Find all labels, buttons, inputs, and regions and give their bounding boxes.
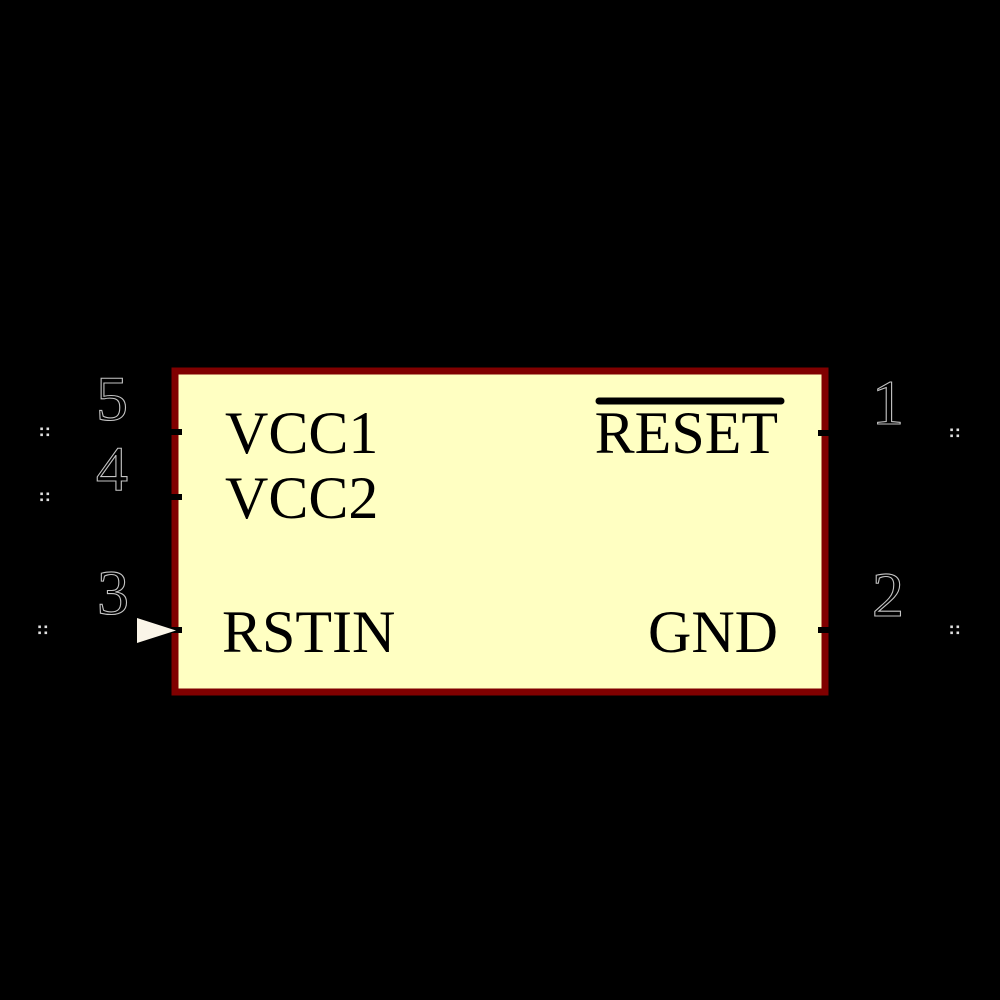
pin-end-marker-4[interactable] — [40, 492, 50, 502]
pin-label-vcc1: VCC1 — [225, 400, 378, 466]
pin-label-reset: RESET — [595, 400, 778, 466]
input-arrow-icon — [137, 618, 176, 643]
pin-label-gnd: GND — [648, 599, 778, 665]
pin-end-marker-2[interactable] — [950, 625, 960, 635]
pin-end-marker-1[interactable] — [950, 428, 960, 438]
component-body[interactable] — [171, 367, 829, 696]
pin-number-3: 3 — [97, 557, 129, 628]
pin-end-marker-3[interactable] — [38, 625, 48, 635]
pin-label-vcc2: VCC2 — [225, 465, 378, 531]
pin-number-4: 4 — [96, 433, 128, 504]
pin-end-marker-5[interactable] — [40, 427, 50, 437]
pin-number-2: 2 — [872, 559, 904, 630]
component-symbol[interactable]: 5 4 3 1 2 VCC1 VCC2 RSTIN RESET GND — [38, 362, 960, 696]
pin-number-5: 5 — [96, 363, 128, 434]
pin-label-rstin: RSTIN — [222, 599, 395, 665]
pin-number-1: 1 — [872, 367, 904, 438]
